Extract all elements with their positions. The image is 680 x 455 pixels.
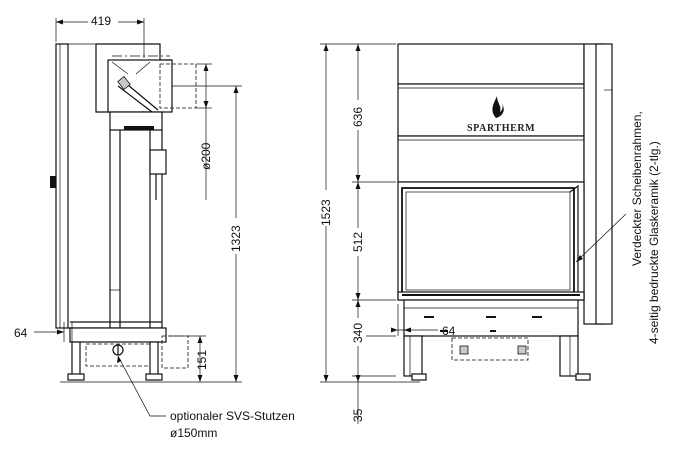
- dim-flue-height: 1323: [229, 225, 243, 252]
- note-svs-line1: optionaler SVS-Stutzen: [170, 409, 295, 423]
- note-svs-line2: ø150mm: [170, 426, 217, 440]
- side-view: [50, 43, 197, 381]
- front-view: SPARTHERM: [397, 43, 613, 381]
- dim-foot-offset: 64: [14, 326, 28, 340]
- front-dimensions: 1523 636 512 340 35 64 Verdeckter Scheib…: [318, 43, 661, 424]
- dim-flue-diameter: ø200: [199, 142, 213, 170]
- dim-upper-panel: 636: [351, 107, 365, 127]
- flame-logo-icon: [492, 96, 504, 118]
- dim-base-inset: 64: [442, 324, 456, 338]
- logo-text: SPARTHERM: [467, 123, 535, 134]
- side-dimensions: 419 ø200 1323 151 64 optionaler SVS-Stu: [14, 12, 295, 440]
- dim-door-height: 512: [351, 232, 365, 252]
- note-frame-line1: Verdeckter Scheibenrahmen,: [630, 111, 644, 266]
- dim-total-height: 1523: [319, 199, 333, 226]
- dim-leg-height: 35: [351, 408, 365, 422]
- dim-svs-height: 151: [195, 350, 209, 370]
- dim-side-depth: 419: [91, 14, 111, 28]
- note-frame-line2: 4-seitig bedruckte Glaskeramik (2-tlg.): [647, 141, 661, 344]
- dim-base-height: 340: [351, 323, 365, 343]
